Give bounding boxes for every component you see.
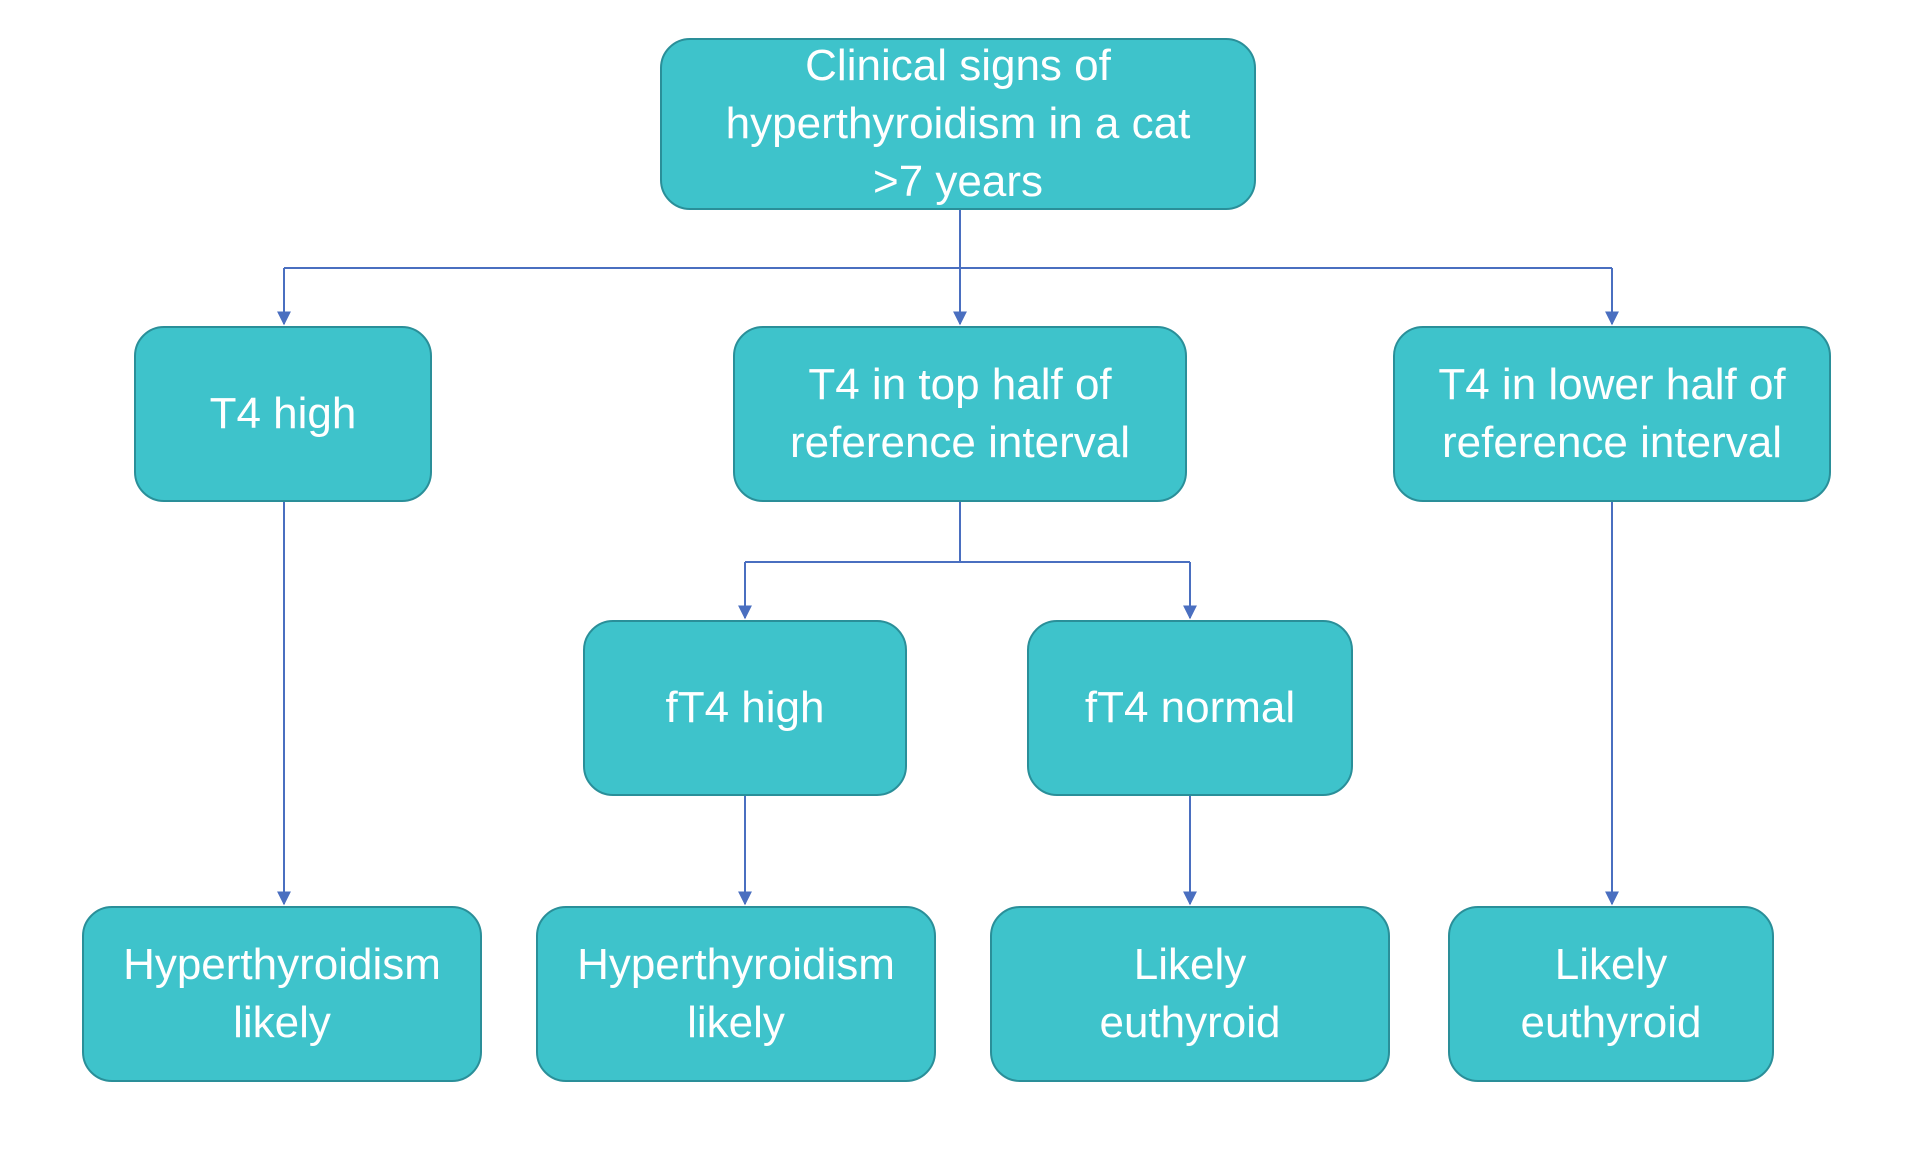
node-outcome-hyperthyroidism-likely-1-label: Hyperthyroidism likely (123, 940, 441, 1047)
node-outcome-likely-euthyroid-1: Likely euthyroid (990, 906, 1390, 1082)
node-ft4-high-label: fT4 high (665, 683, 825, 732)
node-t4-top-half: T4 in top half of reference interval (733, 326, 1187, 502)
node-outcome-hyperthyroidism-likely-1: Hyperthyroidism likely (82, 906, 482, 1082)
node-outcome-likely-euthyroid-2-label: Likely euthyroid (1520, 940, 1702, 1047)
node-t4-lower-half-label: T4 in lower half of reference interval (1438, 360, 1786, 467)
node-outcome-hyperthyroidism-likely-2-label: Hyperthyroidism likely (577, 940, 895, 1047)
node-t4-lower-half: T4 in lower half of reference interval (1393, 326, 1831, 502)
node-ft4-high: fT4 high (583, 620, 907, 796)
node-root-label: Clinical signs of hyperthyroidism in a c… (725, 41, 1191, 206)
node-t4-high: T4 high (134, 326, 432, 502)
node-ft4-normal-label: fT4 normal (1084, 683, 1296, 732)
node-t4-high-label: T4 high (209, 389, 357, 438)
node-root-clinical-signs: Clinical signs of hyperthyroidism in a c… (660, 38, 1256, 210)
node-outcome-likely-euthyroid-2: Likely euthyroid (1448, 906, 1774, 1082)
node-ft4-normal: fT4 normal (1027, 620, 1353, 796)
node-t4-top-half-label: T4 in top half of reference interval (790, 360, 1130, 467)
node-outcome-hyperthyroidism-likely-2: Hyperthyroidism likely (536, 906, 936, 1082)
node-outcome-likely-euthyroid-1-label: Likely euthyroid (1099, 940, 1281, 1047)
